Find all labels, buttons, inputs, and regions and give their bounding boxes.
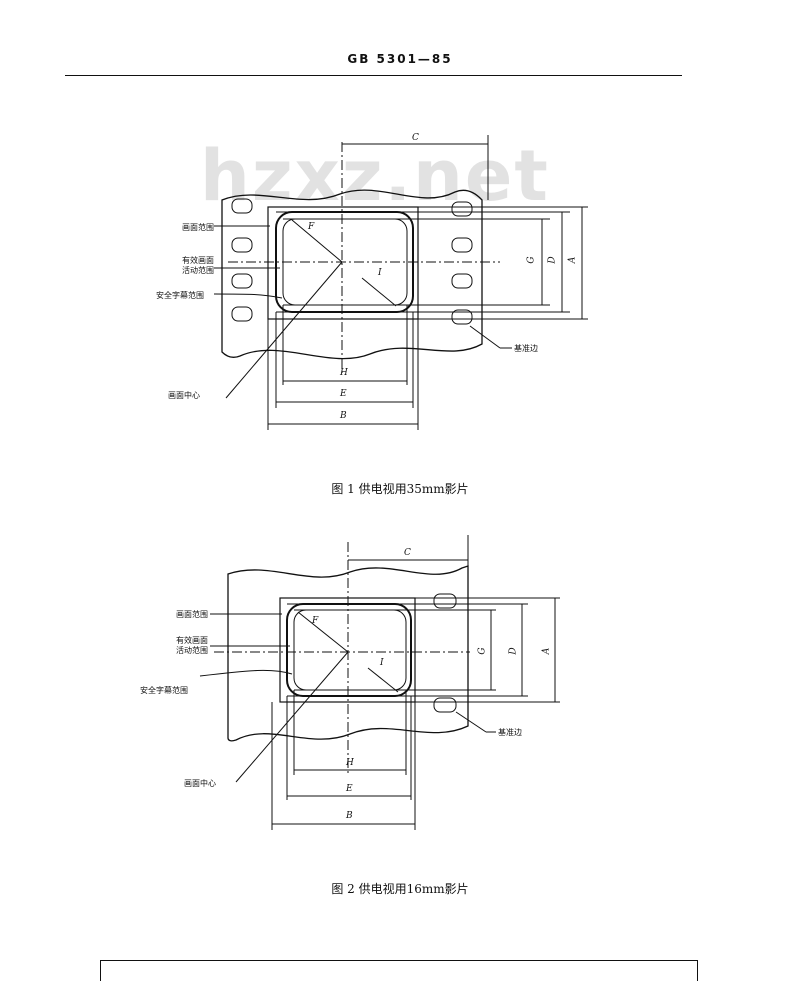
dim-A: A [567,256,578,264]
dim-G: G [526,256,537,264]
label-effective-area-line1: 有效画面 [182,256,214,265]
dim-I: I [380,658,384,668]
label-effective-area-line2: 活动范围 [176,646,208,655]
label-effective-area-line2: 活动范围 [182,266,214,275]
standard-number-header: GB 5301—85 [347,52,453,66]
dim-B: B [346,811,353,821]
figure-16mm-drawing [199,535,560,830]
dim-F: F [308,222,315,232]
dim-D: D [508,647,519,655]
dim-H: H [346,758,354,768]
dim-D: D [547,256,558,264]
dim-H: H [340,368,348,378]
dim-C: C [404,548,411,558]
bottom-table-frame [100,960,698,981]
label-picture-center: 画面中心 [184,779,216,788]
watermark: hzxz.net [200,135,550,217]
dim-E: E [340,389,347,399]
dim-G: G [477,647,488,655]
figure-1-caption: 图 1 供电视用35mm影片 [331,482,469,496]
label-reference-edge: 基准边 [514,344,538,353]
dim-F: F [312,616,319,626]
dim-B: B [340,411,347,421]
dim-E: E [346,784,353,794]
label-reference-edge: 基准边 [498,728,522,737]
label-picture-range: 画面范围 [182,223,214,232]
figure-2-caption: 图 2 供电视用16mm影片 [331,882,469,896]
dim-C: C [412,133,419,143]
figure-16mm: 画面范围 有效画面 活动范围 安全字幕范围 画面中心 基准边 C H E B A… [0,530,800,840]
dim-I: I [378,268,382,278]
dim-A: A [541,647,552,655]
label-safe-subtitle: 安全字幕范围 [156,291,204,300]
figure-35mm: 画面范围 有效画面 活动范围 安全字幕范围 画面中心 基准边 C H E B A… [0,130,800,440]
label-picture-range: 画面范围 [176,610,208,619]
label-picture-center: 画面中心 [168,391,200,400]
label-safe-subtitle: 安全字幕范围 [140,686,188,695]
header-rule [65,75,682,76]
label-effective-area-line1: 有效画面 [176,636,208,645]
figure-35mm-drawing [213,135,588,430]
